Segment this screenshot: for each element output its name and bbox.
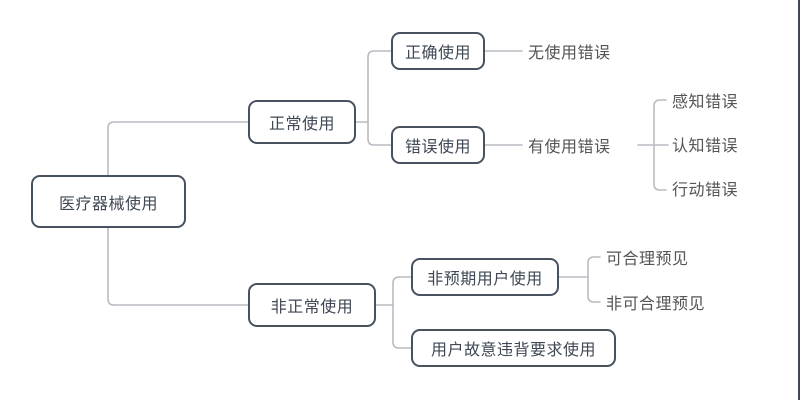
node-not-reasonably-foreseeable[interactable]: 非可合理预见 bbox=[606, 289, 736, 315]
node-unintended-user-use-label: 非预期用户使用 bbox=[427, 269, 543, 288]
edge-bracket-error-types bbox=[653, 99, 667, 191]
edge-bracket-foreseeable bbox=[587, 256, 601, 303]
edge-abnormal-use-to-unintended-user-use bbox=[392, 276, 412, 306]
node-has-use-error-label: 有使用错误 bbox=[528, 137, 611, 156]
node-perception-error-label: 感知错误 bbox=[672, 92, 739, 111]
node-abnormal-use-label: 非正常使用 bbox=[270, 297, 354, 316]
node-not-reasonably-foreseeable-label: 非可合理预见 bbox=[606, 294, 706, 313]
node-has-use-error[interactable]: 有使用错误 bbox=[528, 132, 638, 158]
edge-root-to-abnormal-use bbox=[107, 227, 249, 306]
node-action-error-label: 行动错误 bbox=[672, 180, 739, 199]
node-erroneous-use-label: 错误使用 bbox=[404, 137, 471, 156]
node-reasonably-foreseeable[interactable]: 可合理预见 bbox=[606, 244, 718, 270]
node-no-use-error[interactable]: 无使用错误 bbox=[528, 38, 638, 64]
edge-root-to-normal-use bbox=[107, 121, 249, 176]
node-abnormal-use[interactable]: 非正常使用 bbox=[248, 283, 376, 327]
edge-normal-use-to-erroneous-use bbox=[367, 121, 392, 146]
node-normal-use-label: 正常使用 bbox=[268, 114, 335, 133]
node-erroneous-use[interactable]: 错误使用 bbox=[391, 126, 485, 164]
node-cognition-error[interactable]: 认知错误 bbox=[672, 131, 766, 157]
node-correct-use[interactable]: 正确使用 bbox=[391, 32, 485, 70]
edge-abnormal-use-to-intentional-violation-use bbox=[392, 304, 412, 349]
canvas-right-edge bbox=[798, 0, 800, 400]
node-intentional-violation-use[interactable]: 用户故意违背要求使用 bbox=[411, 329, 616, 367]
node-perception-error[interactable]: 感知错误 bbox=[672, 87, 766, 113]
node-no-use-error-label: 无使用错误 bbox=[528, 43, 611, 62]
node-reasonably-foreseeable-label: 可合理预见 bbox=[606, 249, 689, 268]
node-root-label: 医疗器械使用 bbox=[58, 193, 158, 213]
node-action-error[interactable]: 行动错误 bbox=[672, 175, 766, 201]
node-root[interactable]: 医疗器械使用 bbox=[31, 175, 186, 228]
node-cognition-error-label: 认知错误 bbox=[672, 136, 739, 155]
edge-normal-use-to-correct-use bbox=[367, 50, 392, 123]
node-normal-use[interactable]: 正常使用 bbox=[248, 100, 356, 144]
node-unintended-user-use[interactable]: 非预期用户使用 bbox=[411, 258, 559, 296]
node-intentional-violation-use-label: 用户故意违背要求使用 bbox=[430, 340, 596, 359]
node-correct-use-label: 正确使用 bbox=[404, 43, 471, 62]
